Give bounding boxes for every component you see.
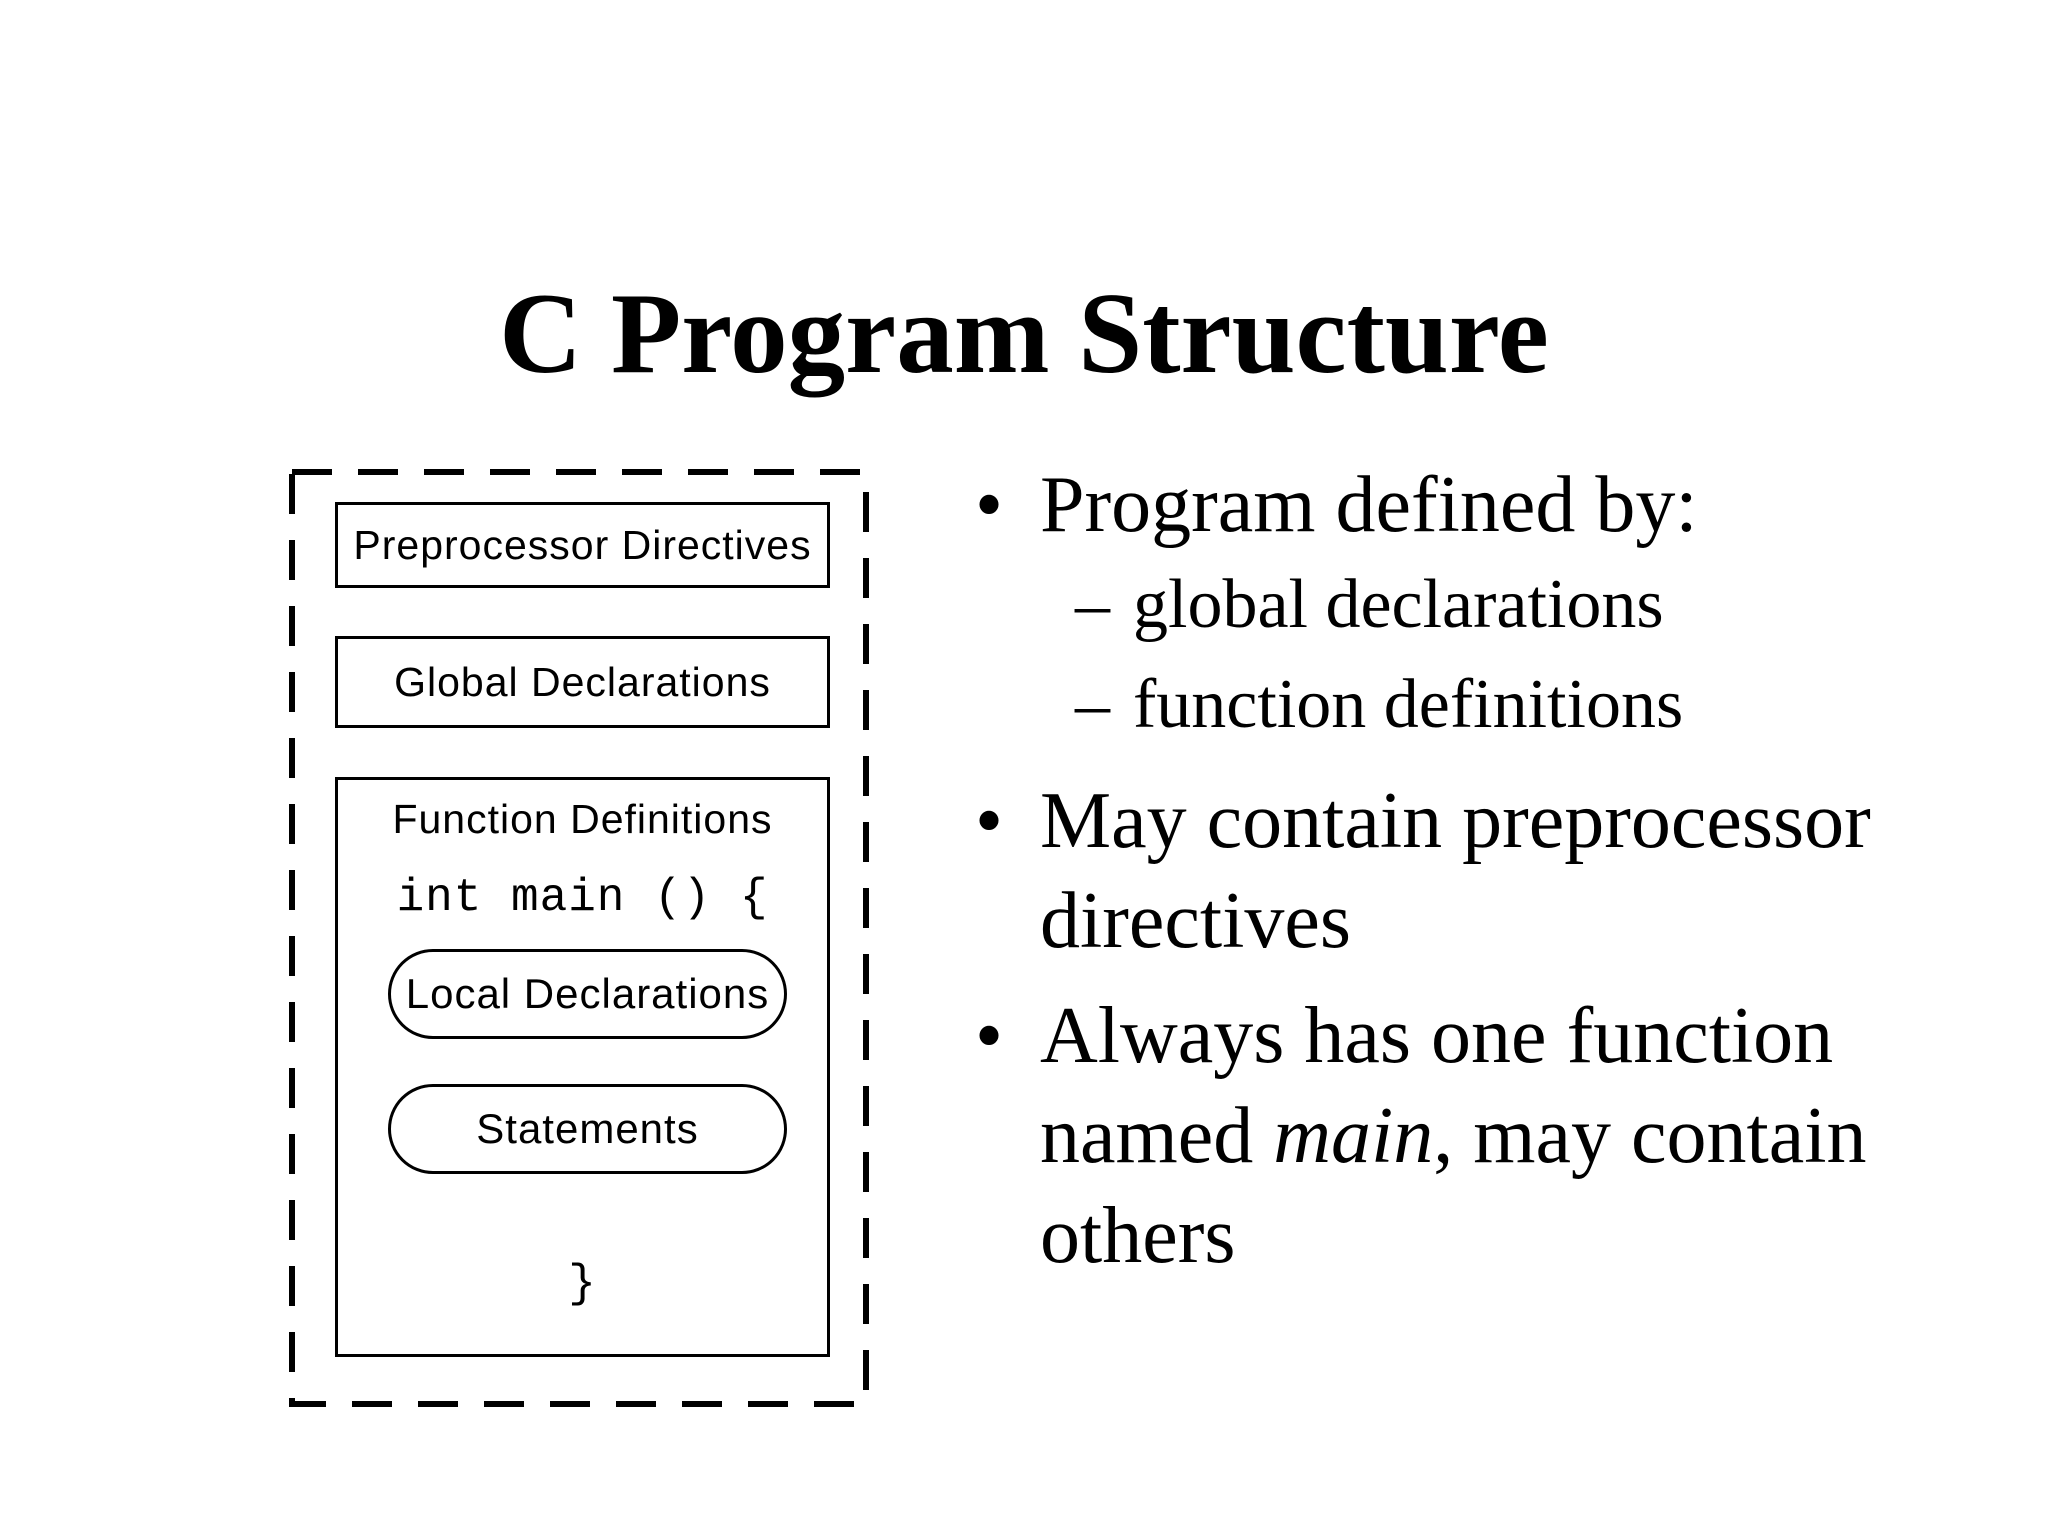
preprocessor-directives-label: Preprocessor Directives <box>353 521 812 568</box>
bullet-item: • Always has one function <box>975 986 1935 1086</box>
bullet-marker: • <box>975 992 1004 1080</box>
bullet-text-italic-main: main <box>1273 1092 1434 1180</box>
statements-shape: Statements <box>388 1084 787 1174</box>
sub-bullet-marker: – <box>1075 566 1110 643</box>
bullet-marker: • <box>975 777 1004 865</box>
bullet-text: Always has one function <box>1040 992 1834 1080</box>
bullet-item: • May contain preprocessor <box>975 771 1935 871</box>
function-definitions-label: Function Definitions <box>392 796 773 842</box>
bullet-group-preprocessor: • May contain preprocessor directives <box>975 771 1935 971</box>
bullet-group-program-defined: • Program defined by: – global declarati… <box>975 455 1935 755</box>
sub-bullet-text: global declarations <box>1133 566 1664 643</box>
sub-bullet-item: – function definitions <box>1075 655 1935 755</box>
program-structure-frame <box>288 468 870 1408</box>
code-closing-brace: } <box>568 1258 597 1310</box>
function-definitions-box: Function Definitions int main () { Local… <box>335 777 830 1357</box>
bullet-list: • Program defined by: – global declarati… <box>975 455 1935 1286</box>
bullet-text: May contain preprocessor <box>1040 777 1871 865</box>
bullet-text-continuation: named main, may contain <box>1040 1086 1935 1186</box>
global-declarations-box: Global Declarations <box>335 636 830 728</box>
bullet-text-part: , may contain <box>1433 1092 1867 1180</box>
bullet-text-continuation: others <box>1040 1192 1236 1280</box>
bullet-marker: • <box>975 461 1004 549</box>
sub-bullet-marker: – <box>1075 666 1110 743</box>
preprocessor-directives-box: Preprocessor Directives <box>335 502 830 588</box>
code-int-main-open: int main () { <box>396 872 769 924</box>
bullet-group-main-function: • Always has one function named main, ma… <box>975 986 1935 1286</box>
sub-bullet-text: function definitions <box>1133 666 1684 743</box>
local-declarations-shape: Local Declarations <box>388 949 787 1039</box>
local-declarations-label: Local Declarations <box>405 970 770 1017</box>
bullet-item: • Program defined by: <box>975 455 1935 555</box>
sub-bullet-item: – global declarations <box>1075 555 1935 655</box>
global-declarations-label: Global Declarations <box>394 658 771 705</box>
bullet-text-continuation: directives <box>1040 877 1351 965</box>
dashed-border <box>289 469 869 1407</box>
bullet-text: Program defined by: <box>1040 461 1698 549</box>
statements-label: Statements <box>476 1105 699 1152</box>
page-title: C Program Structure <box>499 270 1549 398</box>
bullet-text-part: named <box>1040 1092 1274 1180</box>
